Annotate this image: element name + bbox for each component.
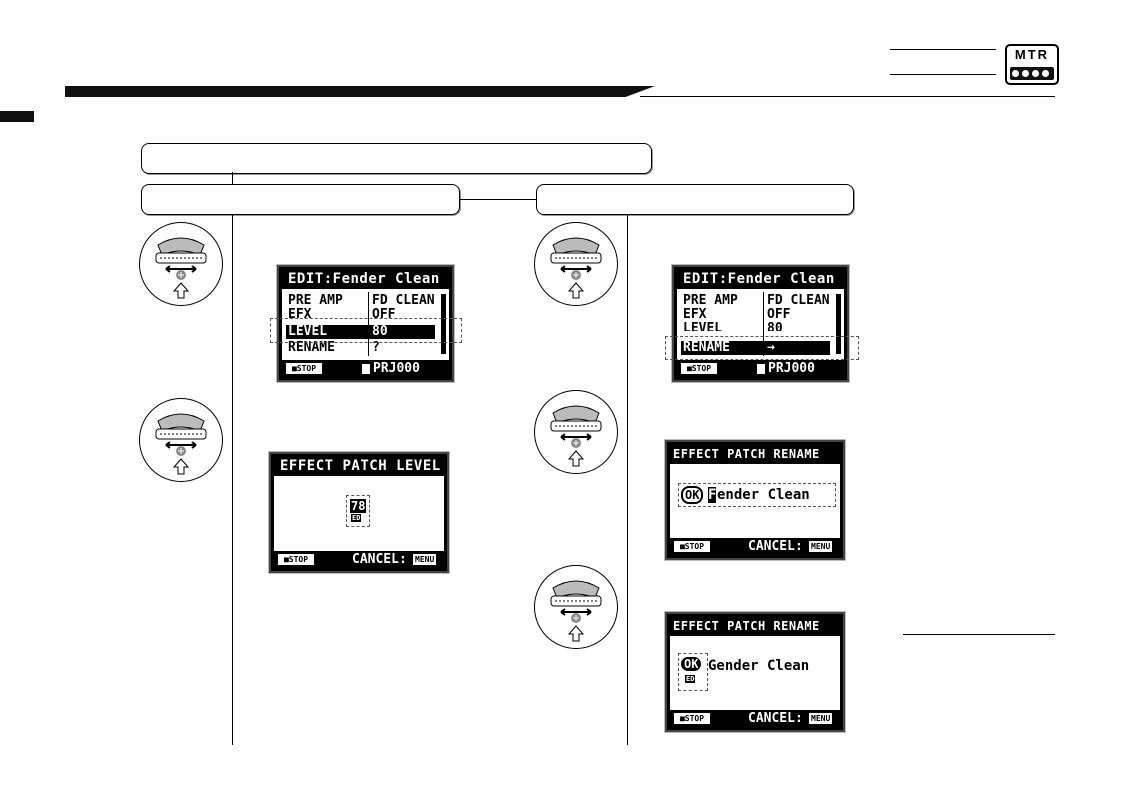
- mtr-badge: MTR: [1005, 44, 1059, 85]
- stop-button-label: ■STOP: [674, 713, 710, 724]
- note-rule: [903, 634, 1055, 635]
- knob-icon: [1012, 70, 1019, 77]
- stop-button-label: ■STOP: [278, 554, 314, 565]
- dial-icon: [534, 565, 618, 649]
- section-heading-box: [141, 143, 652, 174]
- lcd-footer: ■STOP CANCEL: MENU: [274, 551, 444, 568]
- menu-button-label: MENU: [413, 554, 437, 565]
- param-value: FD CLEAN: [767, 293, 830, 308]
- param-label: LEVEL: [288, 324, 328, 339]
- mtr-channel-strip: [1010, 67, 1054, 80]
- cancel-label: CANCEL:: [748, 539, 803, 554]
- lcd-footer: ■STOP PRJ000: [677, 360, 844, 377]
- lcd-title: EDIT:Fender Clean: [282, 270, 449, 289]
- param-value: FD CLEAN: [372, 293, 435, 308]
- ok-button-label: OK: [681, 657, 702, 671]
- chapter-tab: [0, 111, 34, 122]
- param-value: OFF: [767, 307, 791, 322]
- knob-icon: [1022, 70, 1029, 77]
- param-value: 80: [372, 324, 388, 339]
- param-label: PRE AMP: [288, 293, 343, 308]
- lcd-footer: ■STOP PRJ000: [282, 360, 449, 377]
- param-label: PRE AMP: [683, 293, 738, 308]
- lcd-rename-screen-ok: EFFECT PATCH RENAME OK ED Gender Clean ■…: [665, 612, 845, 732]
- lcd-title: EDIT:Fender Clean: [677, 270, 844, 289]
- title-bar: [65, 86, 655, 97]
- stop-button-label: ■STOP: [286, 363, 322, 374]
- menu-button-label: MENU: [809, 713, 833, 724]
- param-label: RENAME: [683, 340, 730, 355]
- stop-button-label: ■STOP: [674, 541, 710, 552]
- column-divider-right: [627, 214, 628, 745]
- connector-line: [232, 172, 233, 184]
- cancel-label: CANCEL:: [748, 711, 803, 726]
- dial-icon: [534, 390, 618, 474]
- value-frame: [346, 495, 370, 527]
- lcd-title: EFFECT PATCH LEVEL: [274, 457, 444, 476]
- header-rule-bottom: [890, 74, 996, 75]
- menu-button-label: MENU: [809, 541, 833, 552]
- name-frame: [678, 483, 836, 507]
- lcd-row-selected: RENAME →: [681, 341, 830, 355]
- lcd-edit-screen-right: EDIT:Fender Clean PRE AMP FD CLEAN EFX OFF…: [672, 265, 849, 382]
- column-divider-left: [232, 214, 233, 745]
- dial-icon: [139, 398, 223, 482]
- dial-icon: [534, 222, 618, 306]
- lcd-row: PRE AMP FD CLEAN: [681, 294, 830, 308]
- ok-frame: [678, 653, 708, 691]
- param-label: LEVEL: [683, 322, 723, 331]
- param-label: RENAME: [288, 340, 335, 355]
- lcd-row-selected: LEVEL 80: [286, 325, 435, 339]
- lcd-level-screen: EFFECT PATCH LEVEL 78 ED ■STOP CANCEL: M…: [269, 452, 449, 573]
- lcd-footer: ■STOP CANCEL: MENU: [670, 710, 840, 727]
- knob-icon: [1042, 70, 1049, 77]
- folder-icon: [362, 364, 370, 374]
- scrollbar: [836, 294, 841, 354]
- stop-button-label: ■STOP: [681, 363, 717, 374]
- connector-line: [459, 199, 536, 200]
- lcd-row: RENAME?: [286, 341, 435, 355]
- project-name: PRJ000: [768, 361, 815, 376]
- highlight-frame: [270, 318, 462, 343]
- lcd-rename-screen: EFFECT PATCH RENAME OK F ender Clean ■ST…: [665, 440, 845, 560]
- level-value: 78: [350, 499, 367, 513]
- param-value: ?: [372, 340, 380, 355]
- lcd-row: PRE AMP FD CLEAN: [286, 294, 435, 308]
- patch-name: Gender Clean: [708, 658, 810, 674]
- lcd-column-divider: [368, 292, 369, 356]
- lcd-column-divider: [763, 292, 764, 356]
- ok-button-label: OK: [681, 486, 704, 504]
- folder-icon: [757, 364, 765, 374]
- param-label: EFX: [683, 307, 707, 322]
- enter-icon: ED: [685, 675, 696, 683]
- param-value: 80: [767, 322, 783, 331]
- name-cursor-char: F: [708, 487, 717, 503]
- highlight-frame: [665, 336, 859, 360]
- mtr-label: MTR: [1014, 47, 1050, 62]
- dial-icon: [139, 222, 223, 306]
- procedure-box-right: [536, 184, 854, 215]
- patch-name: ender Clean: [717, 487, 810, 503]
- lcd-title: EFFECT PATCH RENAME: [670, 617, 840, 636]
- procedure-box-left: [141, 184, 460, 215]
- project-name: PRJ000: [373, 361, 420, 376]
- header-rule-top: [890, 49, 996, 50]
- title-bar-rule: [640, 96, 1055, 97]
- lcd-footer: ■STOP CANCEL: MENU: [670, 538, 840, 555]
- enter-icon: ED: [351, 514, 362, 522]
- lcd-title: EFFECT PATCH RENAME: [670, 445, 840, 464]
- lcd-row: LEVEL 80: [681, 322, 830, 331]
- scrollbar: [441, 294, 446, 354]
- knob-icon: [1032, 70, 1039, 77]
- cancel-label: CANCEL:: [352, 552, 407, 567]
- lcd-row: EFX OFF: [681, 308, 830, 322]
- param-value: →: [767, 340, 775, 355]
